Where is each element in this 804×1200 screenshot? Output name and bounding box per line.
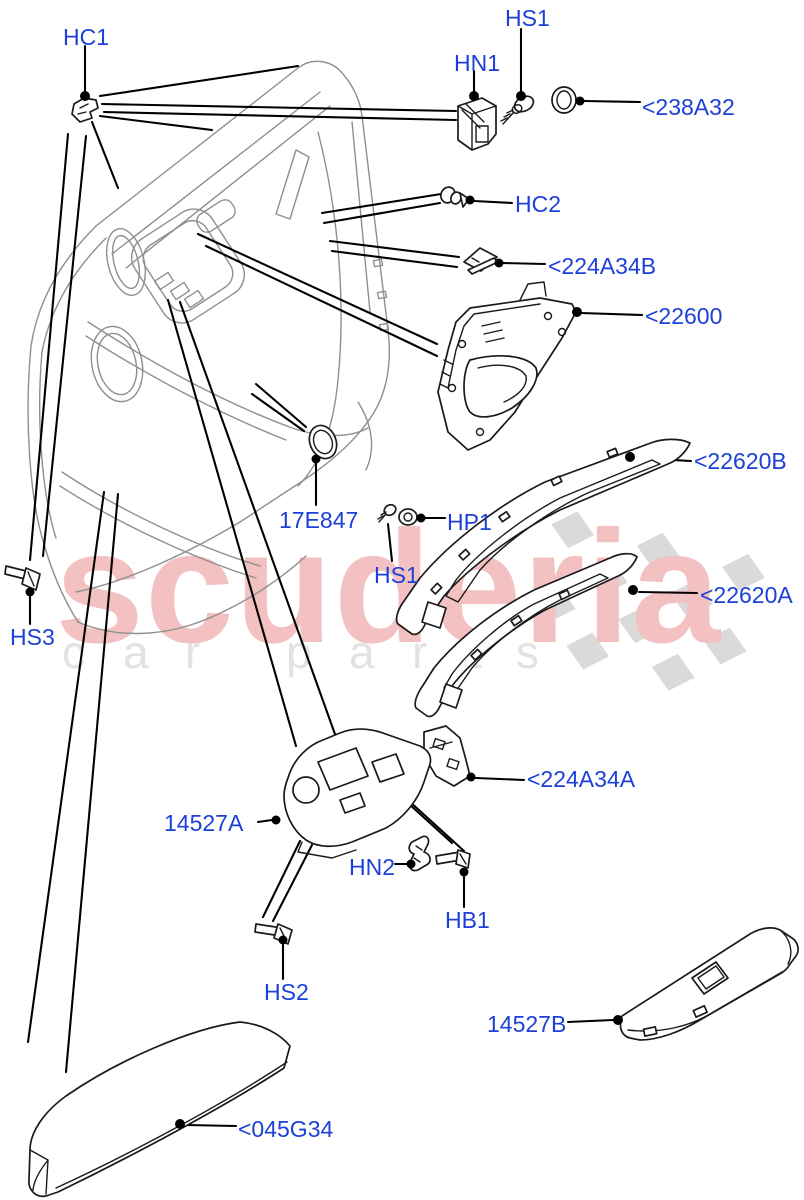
- part-14527b-switch-panel: [619, 927, 799, 1041]
- flag-cell: [618, 606, 662, 644]
- part-224a34a-bracket: [423, 725, 471, 787]
- part-22620b-trim: [395, 438, 691, 636]
- part-22620a-trim: [414, 552, 638, 718]
- part-hb1-bolt: [435, 849, 471, 869]
- part-label-hc1[interactable]: HC1: [63, 24, 110, 50]
- subtitle-letter: r: [412, 626, 427, 678]
- part-label-14527b[interactable]: 14527B: [487, 1011, 567, 1037]
- part-hp1-screw: [377, 503, 418, 526]
- part-label-hn2[interactable]: HN2: [349, 854, 396, 880]
- part-label-hc2[interactable]: HC2: [515, 191, 562, 217]
- part-hc1-clip: [71, 97, 99, 123]
- part-045g34-armrest: [28, 1021, 291, 1198]
- subtitle-letter: r: [185, 626, 200, 678]
- flag-cell: [651, 653, 695, 691]
- part-label-hs3[interactable]: HS3: [10, 624, 55, 650]
- brand-watermark-subtitle: carparts: [62, 626, 539, 678]
- part-label-22620b[interactable]: <22620B: [694, 448, 787, 474]
- leader-lines: [26, 27, 699, 1128]
- part-hc2-clip: [439, 186, 470, 208]
- flag-cell: [566, 632, 610, 670]
- part-label-hp1[interactable]: HP1: [447, 509, 492, 535]
- flag-cell: [551, 511, 595, 549]
- part-label-14527a[interactable]: 14527A: [164, 810, 244, 836]
- part-label-22620a[interactable]: <22620A: [700, 582, 793, 608]
- flag-cell: [703, 627, 747, 665]
- part-label-hb1[interactable]: HB1: [445, 907, 490, 933]
- parts: [4, 86, 799, 1198]
- part-label-238a32[interactable]: <238A32: [642, 94, 735, 120]
- part-22600-handle-assembly: [437, 281, 577, 451]
- flag-cell: [670, 580, 713, 617]
- part-label-hs1-mid[interactable]: HS1: [374, 562, 419, 588]
- subtitle-letter: a: [123, 626, 149, 678]
- part-label-045g34[interactable]: <045G34: [238, 1116, 334, 1142]
- part-14527a-switch-panel: [283, 728, 432, 859]
- part-label-hn1[interactable]: HN1: [454, 50, 501, 76]
- callout-dots: [25, 91, 638, 1129]
- part-label-hs1-top[interactable]: HS1: [505, 5, 550, 31]
- part-hn1-nut: [457, 97, 497, 151]
- subtitle-letter: s: [516, 626, 539, 678]
- part-17e847-plug: [308, 424, 338, 460]
- part-label-22600[interactable]: <22600: [645, 303, 723, 329]
- part-label-17e847[interactable]: 17E847: [279, 507, 359, 533]
- flag-cell: [722, 553, 765, 591]
- part-label-hs2[interactable]: HS2: [264, 979, 309, 1005]
- part-224a34b-bracket: [463, 247, 499, 275]
- part-label-224a34a[interactable]: <224A34A: [527, 766, 636, 792]
- flag-cell: [636, 532, 680, 570]
- part-label-224a34b[interactable]: <224A34B: [548, 253, 657, 279]
- part-hs3-bolt: [4, 565, 41, 591]
- subtitle-letter: a: [349, 626, 375, 678]
